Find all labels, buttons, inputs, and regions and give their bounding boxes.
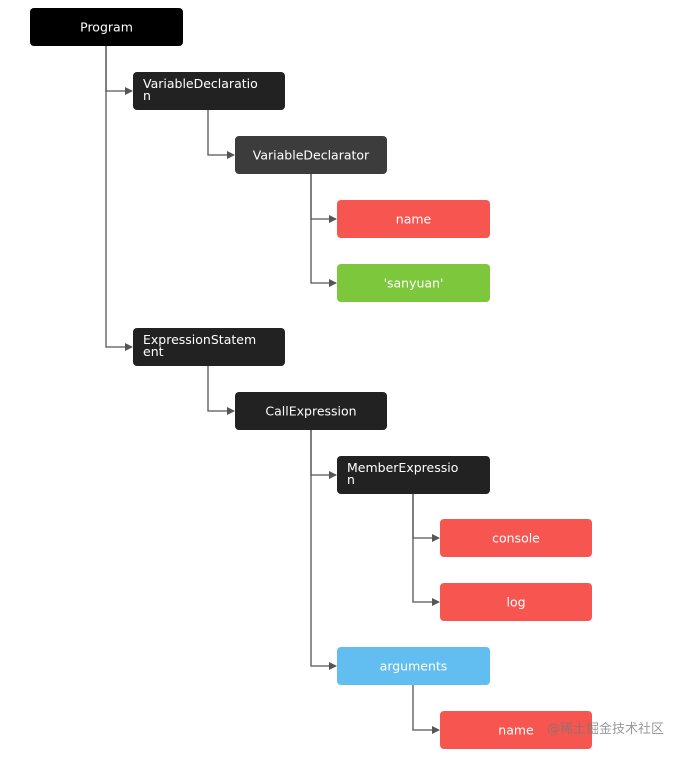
node-name-2: name — [440, 711, 592, 749]
node-name-1-box — [337, 200, 490, 238]
edge-expression-statement-to-call-expression — [207, 366, 235, 415]
edge-arguments-to-name-2 — [412, 685, 440, 734]
node-sanyuan: 'sanyuan' — [337, 264, 490, 302]
node-program-label: Program — [80, 20, 133, 35]
edge-variable-declarator-to-name-1 — [310, 174, 337, 223]
edge-program-to-variable-declaration — [105, 46, 133, 95]
node-variable-declaration-box — [133, 72, 285, 110]
node-arguments-label: arguments — [380, 659, 448, 674]
edge-variable-declaration-to-variable-declarator — [207, 110, 235, 159]
node-program-box — [30, 8, 183, 46]
node-log-box — [440, 583, 592, 621]
node-name-2-box — [440, 711, 592, 749]
node-call-expression: CallExpression — [235, 392, 387, 430]
node-name-1: name — [337, 200, 490, 238]
node-name-1-label: name — [396, 212, 432, 227]
node-console: console — [440, 519, 592, 557]
node-arguments-box — [337, 647, 490, 685]
node-variable-declarator: VariableDeclarator — [235, 136, 387, 174]
node-sanyuan-label: 'sanyuan' — [384, 276, 444, 291]
node-console-label: console — [492, 531, 540, 546]
edge-variable-declarator-to-sanyuan — [310, 174, 337, 287]
edge-member-expression-to-log — [412, 494, 440, 606]
node-expression-statement-box — [133, 328, 285, 366]
node-log: log — [440, 583, 592, 621]
node-call-expression-box — [235, 392, 387, 430]
edge-member-expression-to-console — [412, 494, 440, 542]
node-variable-declarator-label: VariableDeclarator — [253, 148, 370, 163]
edge-call-expression-to-member-expression — [310, 430, 337, 479]
node-name-2-label: name — [498, 723, 534, 738]
node-console-box — [440, 519, 592, 557]
node-variable-declarator-box — [235, 136, 387, 174]
node-arguments: arguments — [337, 647, 490, 685]
node-program: Program — [30, 8, 183, 46]
node-log-label: log — [506, 595, 525, 610]
node-sanyuan-box — [337, 264, 490, 302]
edge-call-expression-to-arguments — [310, 430, 337, 670]
edge-program-to-expression-statement — [105, 46, 133, 351]
node-call-expression-label: CallExpression — [265, 404, 356, 419]
connector-lines — [105, 46, 440, 734]
node-member-expression-box — [337, 456, 490, 494]
watermark-text: @稀土掘金技术社区 — [547, 722, 665, 737]
